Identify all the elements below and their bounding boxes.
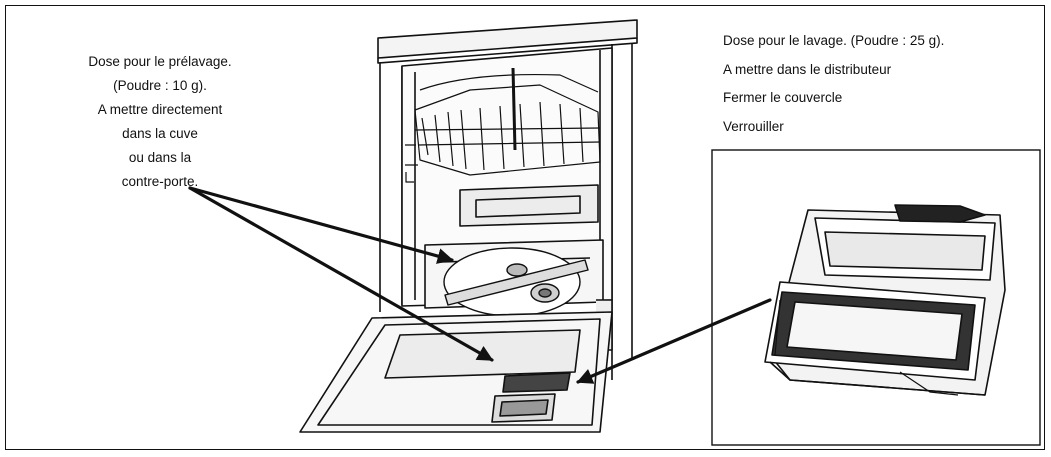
prewash-line-2: (Poudre : 10 g). <box>113 78 207 93</box>
upper-rack <box>405 67 601 183</box>
figure-frame <box>5 5 1045 450</box>
prewash-line-4: dans la cuve <box>122 126 198 141</box>
arrow-to-door <box>188 186 494 362</box>
arrow-to-dispenser <box>576 298 772 384</box>
dishwasher-illustration <box>299 19 638 433</box>
wash-line-2: A mettre dans le distributeur <box>723 61 892 77</box>
spray-arm <box>443 247 589 317</box>
wash-line-1: Dose pour le lavage. (Poudre : 25 g). <box>723 33 945 48</box>
prewash-line-1: Dose pour le prélavage. <box>88 54 232 69</box>
inner-panel <box>459 184 599 227</box>
wash-instructions: Dose pour le lavage. (Poudre : 25 g). A … <box>723 27 1043 141</box>
prewash-line-3: A mettre directement <box>97 102 223 117</box>
lock-latch <box>894 204 986 223</box>
pointer-arrows <box>188 186 772 384</box>
wash-line-4: Verrouiller <box>723 118 784 134</box>
wash-line-3: Fermer le couvercle <box>723 90 843 105</box>
detergent-dispenser-illustration <box>764 204 1006 396</box>
prewash-instructions: Dose pour le prélavage. (Poudre : 10 g).… <box>30 50 290 194</box>
prewash-line-5: ou dans la <box>128 150 192 165</box>
arrow-to-tub <box>188 186 454 264</box>
prewash-line-6: contre-porte. <box>121 174 199 189</box>
